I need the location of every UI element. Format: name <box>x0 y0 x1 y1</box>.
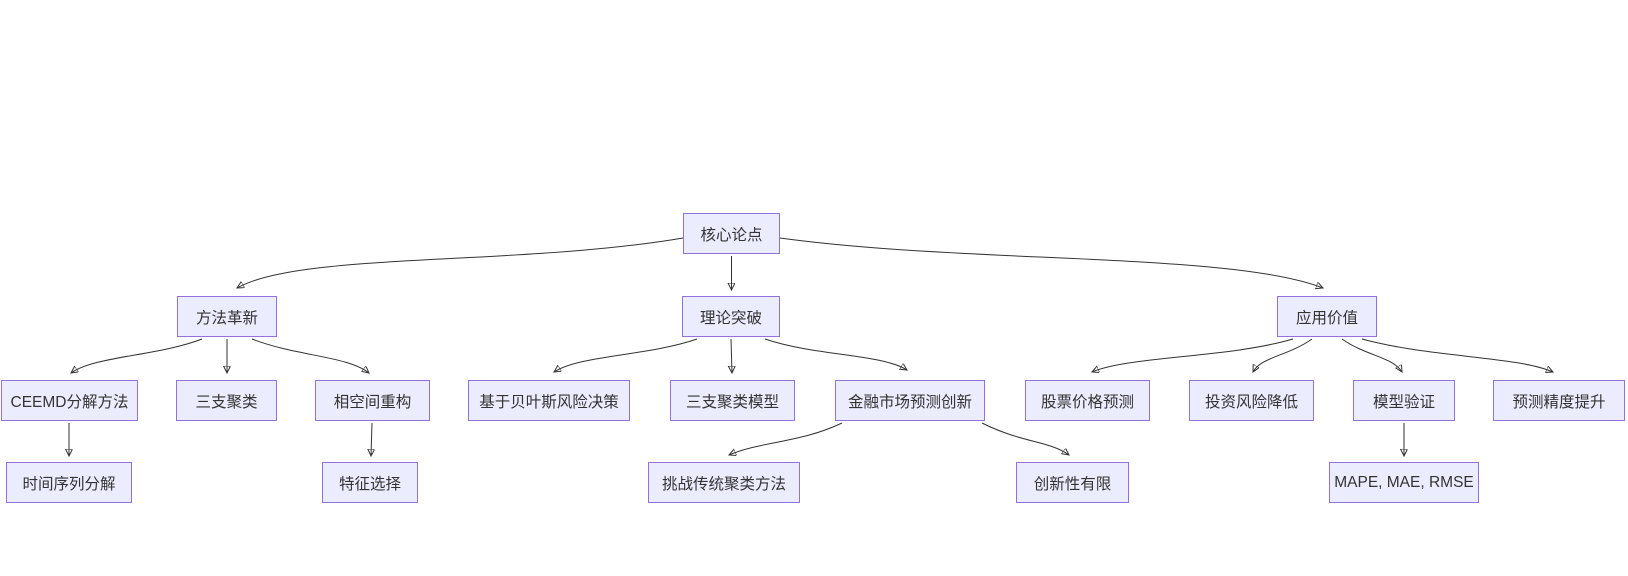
node-three-way-clustering-model: 三支聚类模型 <box>670 380 795 421</box>
node-challenge-traditional-clustering: 挑战传统聚类方法 <box>648 462 800 503</box>
node-core-thesis: 核心论点 <box>683 213 780 254</box>
node-limited-innovation: 创新性有限 <box>1016 462 1129 503</box>
edge-method-phase <box>251 338 369 373</box>
edge-core-method <box>237 237 684 288</box>
node-stock-price-prediction: 股票价格预测 <box>1025 380 1150 421</box>
node-financial-market-prediction: 金融市场预测创新 <box>835 380 985 421</box>
edge-theory-finance <box>764 338 907 370</box>
node-ceemd-decomposition: CEEMD分解方法 <box>1 380 138 421</box>
edge-application-risk <box>1253 338 1313 372</box>
edge-phase-feature <box>371 422 372 456</box>
node-feature-selection: 特征选择 <box>322 462 418 503</box>
edge-theory-bayes <box>554 338 698 372</box>
edge-finance-challenge <box>729 422 843 455</box>
edge-application-precision <box>1361 338 1553 372</box>
node-model-validation: 模型验证 <box>1353 380 1455 421</box>
edge-theory-threemodel <box>731 338 732 373</box>
node-theory-breakthrough: 理论突破 <box>682 296 780 337</box>
edge-core-application <box>779 237 1323 288</box>
edge-application-model <box>1341 338 1402 372</box>
node-application-value: 应用价值 <box>1277 296 1377 337</box>
node-evaluation-metrics: MAPE, MAE, RMSE <box>1329 462 1479 503</box>
node-phase-space-reconstruction: 相空间重构 <box>315 380 430 421</box>
node-time-series-decomposition: 时间序列分解 <box>6 462 132 503</box>
edge-method-ceemd <box>71 338 203 373</box>
node-three-way-clustering: 三支聚类 <box>176 380 277 421</box>
node-bayesian-risk-decision: 基于贝叶斯风险决策 <box>468 380 630 421</box>
node-investment-risk-reduction: 投资风险降低 <box>1189 380 1314 421</box>
edge-finance-limited <box>981 422 1069 455</box>
node-prediction-accuracy-improvement: 预测精度提升 <box>1493 380 1625 421</box>
node-method-innovation: 方法革新 <box>177 296 277 337</box>
edge-application-stock <box>1092 338 1294 372</box>
